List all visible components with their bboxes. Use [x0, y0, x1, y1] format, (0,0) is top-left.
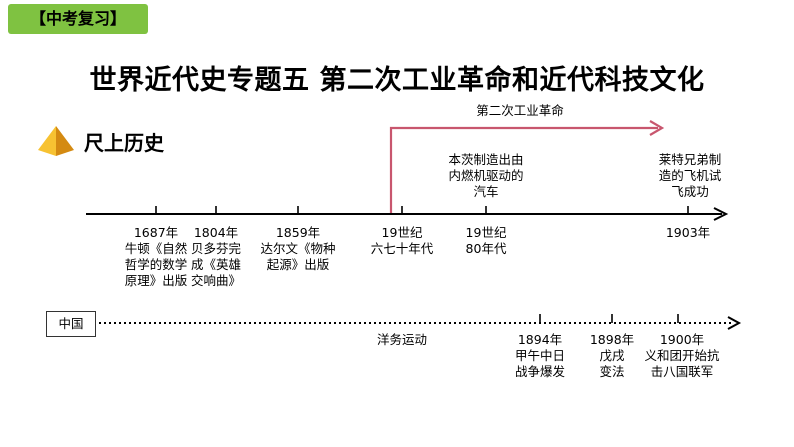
event-date: 1687年 [133, 225, 179, 240]
event-line: 哲学的数学 [124, 257, 188, 272]
event-line: 汽车 [473, 184, 499, 199]
event-line: 击八国联军 [650, 364, 714, 379]
section-title: 尺上历史 [84, 131, 164, 155]
event-date: 1859年 [275, 225, 321, 240]
event-wright-flight: 莱特兄弟制 造的飞机试 飞成功 [630, 152, 750, 200]
event-beethoven: 1804年 贝多芬完 成《英雄 交响曲》 [176, 225, 256, 289]
event-1898: 1898年 戊戌 变法 [582, 332, 642, 380]
revolution-bracket [389, 126, 658, 214]
event-line: 交响曲》 [190, 273, 241, 288]
pyramid-icon [38, 126, 74, 156]
event-line: 战争爆发 [514, 364, 565, 379]
event-19c-80s: 19世纪 80年代 [446, 225, 526, 257]
section-badge: 【中考复习】 [8, 4, 148, 34]
event-newton: 1687年 牛顿《自然 哲学的数学 原理》出版 [96, 225, 216, 289]
event-line: 原理》出版 [124, 273, 188, 288]
event-line: 变法 [599, 364, 625, 379]
event-line: 六七十年代 [370, 241, 434, 256]
event-line: 义和团开始抗 [644, 348, 720, 363]
event-19c-6070s: 19世纪 六七十年代 [352, 225, 452, 257]
revolution-label: 第二次工业革命 [476, 103, 564, 118]
event-date: 1898年 [589, 332, 635, 347]
revolution-arrowhead [649, 120, 665, 136]
event-benz-car: 本茨制造出由 内燃机驱动的 汽车 [426, 152, 546, 200]
event-line: 达尔文《物种 [260, 241, 336, 256]
event-1903: 1903年 [648, 225, 728, 241]
event-line: 80年代 [465, 241, 507, 256]
event-line: 本茨制造出由 [448, 152, 524, 167]
event-line: 戊戌 [599, 348, 625, 363]
event-line: 成《英雄 [190, 257, 241, 272]
event-line: 贝多芬完 [190, 241, 241, 256]
event-line: 牛顿《自然 [124, 241, 188, 256]
world-timeline-arrowhead [713, 207, 729, 221]
china-timeline-arrowhead [727, 316, 742, 330]
event-date: 19世纪 [465, 225, 507, 240]
label-westernization-movement: 洋务运动 [376, 332, 427, 347]
event-line: 起源》出版 [266, 257, 330, 272]
event-date: 1903年 [665, 225, 711, 240]
event-line: 莱特兄弟制 [658, 152, 722, 167]
event-darwin: 1859年 达尔文《物种 起源》出版 [244, 225, 352, 273]
event-line: 飞成功 [671, 184, 709, 199]
event-line: 内燃机驱动的 [448, 168, 524, 183]
event-date: 1900年 [659, 332, 705, 347]
event-line: 造的飞机试 [658, 168, 722, 183]
china-label-box: 中国 [46, 311, 96, 337]
event-date: 1894年 [517, 332, 563, 347]
event-line: 甲午中日 [514, 348, 565, 363]
page-title: 世界近代史专题五 第二次工业革命和近代科技文化 [89, 65, 705, 96]
event-date: 1804年 [193, 225, 239, 240]
event-1894: 1894年 甲午中日 战争爆发 [500, 332, 580, 380]
event-date: 19世纪 [381, 225, 423, 240]
event-1900: 1900年 义和团开始抗 击八国联军 [628, 332, 736, 380]
